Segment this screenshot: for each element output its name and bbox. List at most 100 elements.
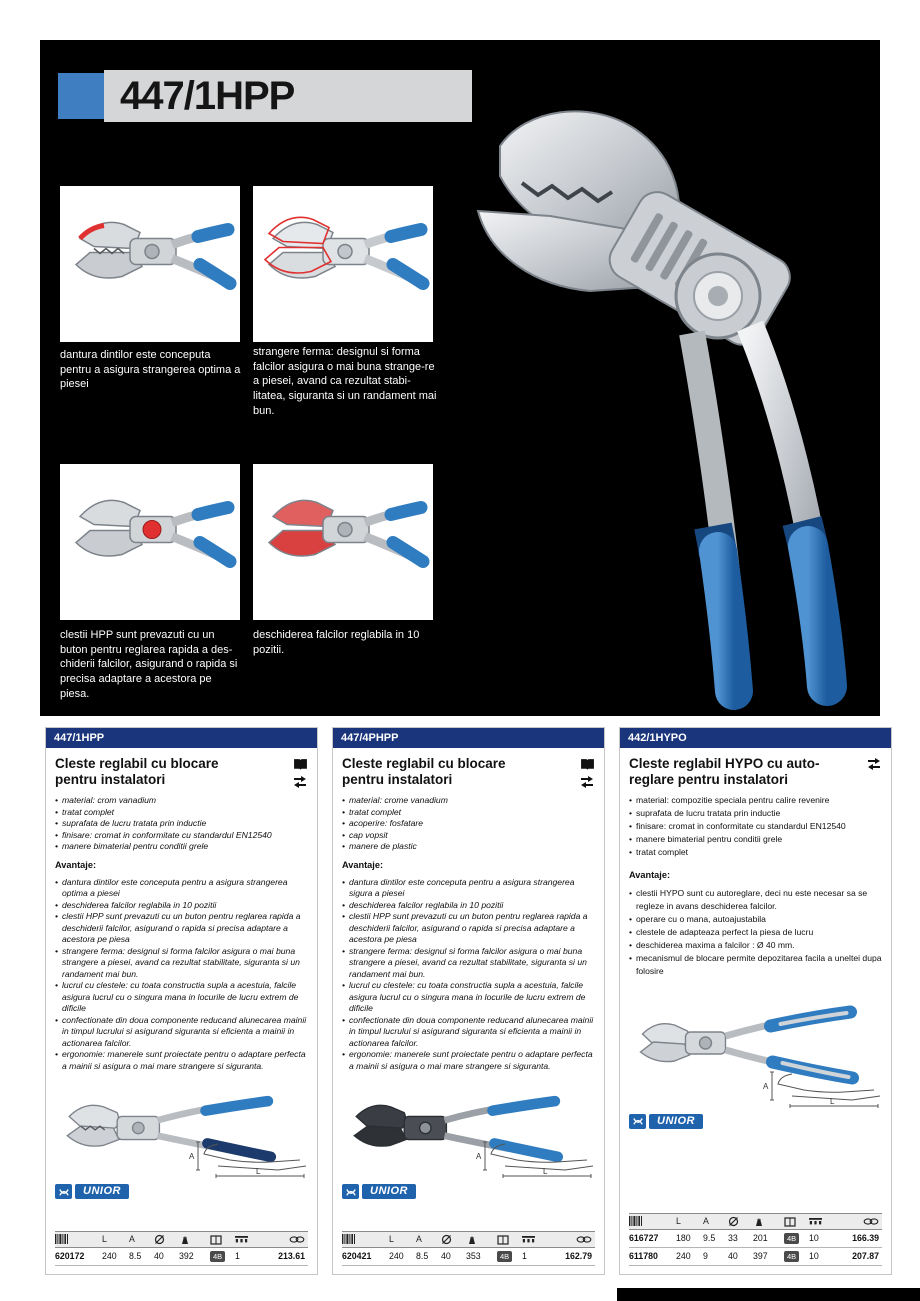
dim-label-a: A (763, 1082, 769, 1091)
col-width-label: A (703, 1216, 709, 1226)
package-badge: 4B (784, 1232, 800, 1244)
unior-symbol-icon (629, 1113, 646, 1129)
unior-symbol-icon (55, 1184, 72, 1200)
title-accent-square (58, 73, 104, 119)
feature-item: manere de plastic (342, 841, 595, 853)
panel-caption-1: dantura dintilor este conceputa pentru a… (60, 349, 241, 391)
dim-label-l: L (830, 1097, 835, 1106)
barcode-icon (629, 1216, 642, 1226)
package-icon (210, 1235, 222, 1245)
feature-panel-button (60, 464, 240, 620)
jaw-diameter-icon (728, 1216, 739, 1226)
price-value: 162.79 (565, 1251, 592, 1262)
feature-item: material: crome vanadium (342, 795, 595, 807)
article-code: 616727 (629, 1233, 659, 1244)
table-row: 620421 240 8.5 40 353 4B 1 162.79 (342, 1248, 595, 1266)
pliers-icon (289, 1236, 305, 1243)
col-length-label: L (676, 1216, 681, 1226)
unior-logo: UNIOR (629, 1113, 882, 1129)
advantages-label: Avantaje: (55, 859, 97, 870)
feature-item: finisare: cromat in conformitate cu stan… (629, 820, 882, 833)
product-card-447-4phpp: 447/4PHPP Cleste reglabil cu blocare pen… (332, 727, 605, 1275)
advantage-item: clestii HPP sunt prevazuti cu un buton p… (342, 911, 595, 946)
pliers-teeth-illustration (74, 221, 237, 290)
product-title: Cleste reglabil cu blocare pentru instal… (55, 756, 219, 787)
feature-panel-teeth (60, 186, 240, 342)
spec-table: L A 620421 240 (342, 1230, 595, 1266)
compare-arrows-icon (868, 758, 880, 770)
length-value: 180 (676, 1233, 691, 1244)
catalog-book-icon (581, 759, 594, 770)
col-length-label: L (102, 1234, 107, 1245)
spec-table: L A 620172 240 (55, 1230, 308, 1266)
catalog-book-icon (294, 759, 307, 770)
unior-wordmark: UNIOR (362, 1184, 416, 1200)
col-width-label: A (129, 1234, 135, 1245)
spec-table: L A 616727 180 (629, 1212, 882, 1266)
length-value: 240 (102, 1251, 117, 1262)
width-value: 8.5 (416, 1251, 429, 1262)
package-cell: 4B (784, 1232, 809, 1244)
col-length-label: L (389, 1234, 394, 1245)
product-code-header: 447/1HPP (46, 728, 317, 748)
product-card-442-1hypo: 442/1HYPO Cleste reglabil HYPO cu auto-r… (619, 727, 892, 1275)
weight-icon (469, 1236, 475, 1244)
advantage-item: ergonomie: manerele sunt proiectate pent… (55, 1049, 308, 1072)
title-bar: 447/1HPP (104, 70, 472, 122)
product-card-447-1hpp: 447/1HPP Cleste reglabil cu blocare pent… (45, 727, 318, 1275)
advantage-item: deschiderea maxima a falcilor : Ø 40 mm. (629, 939, 882, 952)
pack-qty-value: 1 (522, 1251, 527, 1262)
table-body: 620421 240 8.5 40 353 4B 1 162.79 (342, 1248, 595, 1266)
panel-caption-4: deschiderea falcilor reglabila in 10 poz… (253, 629, 420, 656)
pliers-button-illustration (74, 499, 237, 568)
product-title: Cleste reglabil cu blocare pentru instal… (342, 756, 506, 787)
advantage-list: dantura dintilor este conceputa pentru a… (342, 877, 595, 1073)
feature-list: material: crome vanadiumtratat completac… (342, 795, 595, 853)
jaw-value: 40 (154, 1251, 164, 1262)
advantage-item: dantura dintilor este conceputa pentru a… (342, 877, 595, 900)
feature-list: material: crom vanadiumtratat completsup… (55, 795, 308, 853)
price-value: 207.87 (852, 1251, 879, 1262)
product-title: Cleste reglabil HYPO cu auto-reglare pen… (629, 756, 820, 787)
pallet-icon (522, 1236, 535, 1243)
jaw-value: 33 (728, 1233, 738, 1244)
advantage-item: ergonomie: manerele sunt proiectate pent… (342, 1049, 595, 1072)
package-cell: 4B (210, 1250, 235, 1262)
table-header: L A (629, 1212, 882, 1230)
advantage-item: deschiderea falcilor reglabila in 10 poz… (55, 900, 308, 912)
jaw-value: 40 (728, 1251, 738, 1262)
jaw-value: 40 (441, 1251, 451, 1262)
pack-qty-value: 1 (235, 1251, 240, 1262)
table-header: L A (55, 1230, 308, 1248)
dim-label-l: L (256, 1167, 261, 1176)
advantage-item: strangere ferma: designul si forma falci… (342, 946, 595, 981)
jaw-diameter-icon (441, 1234, 452, 1244)
unior-symbol-icon (342, 1184, 359, 1200)
feature-item: tratat complet (629, 846, 882, 859)
advantage-list: clestii HYPO sunt cu autoreglare, deci n… (629, 887, 882, 977)
table-row: 620172 240 8.5 40 392 4B 1 213.61 (55, 1248, 308, 1266)
package-cell: 4B (497, 1250, 522, 1262)
pliers-jaw-positions-illustration (267, 499, 430, 568)
compare-arrows-icon (294, 776, 306, 788)
advantage-item: mecanismul de blocare permite depozitare… (629, 952, 882, 978)
pallet-icon (809, 1218, 822, 1225)
product-photo-drawing (639, 1005, 859, 1085)
advantage-item: clestele de adapteaza perfect la piesa d… (629, 926, 882, 939)
feature-item: finisare: cromat in conformitate cu stan… (55, 830, 308, 842)
advantage-item: lucrul cu clestele: cu toata constructia… (342, 980, 595, 1015)
table-header: L A (342, 1230, 595, 1248)
article-code: 620421 (342, 1251, 372, 1262)
dim-label-a: A (189, 1152, 195, 1161)
pliers-icon (863, 1217, 879, 1225)
product-photo-pliers (476, 110, 847, 710)
unior-wordmark: UNIOR (75, 1184, 129, 1200)
weight-value: 201 (753, 1233, 768, 1244)
package-badge: 4B (784, 1250, 800, 1262)
price-value: 213.61 (278, 1251, 305, 1262)
page-title-block: 447/1HPP (58, 70, 472, 122)
product-drawing-area: A L (629, 986, 882, 1108)
width-value: 8.5 (129, 1251, 142, 1262)
advantage-item: clestii HYPO sunt cu autoreglare, deci n… (629, 887, 882, 913)
